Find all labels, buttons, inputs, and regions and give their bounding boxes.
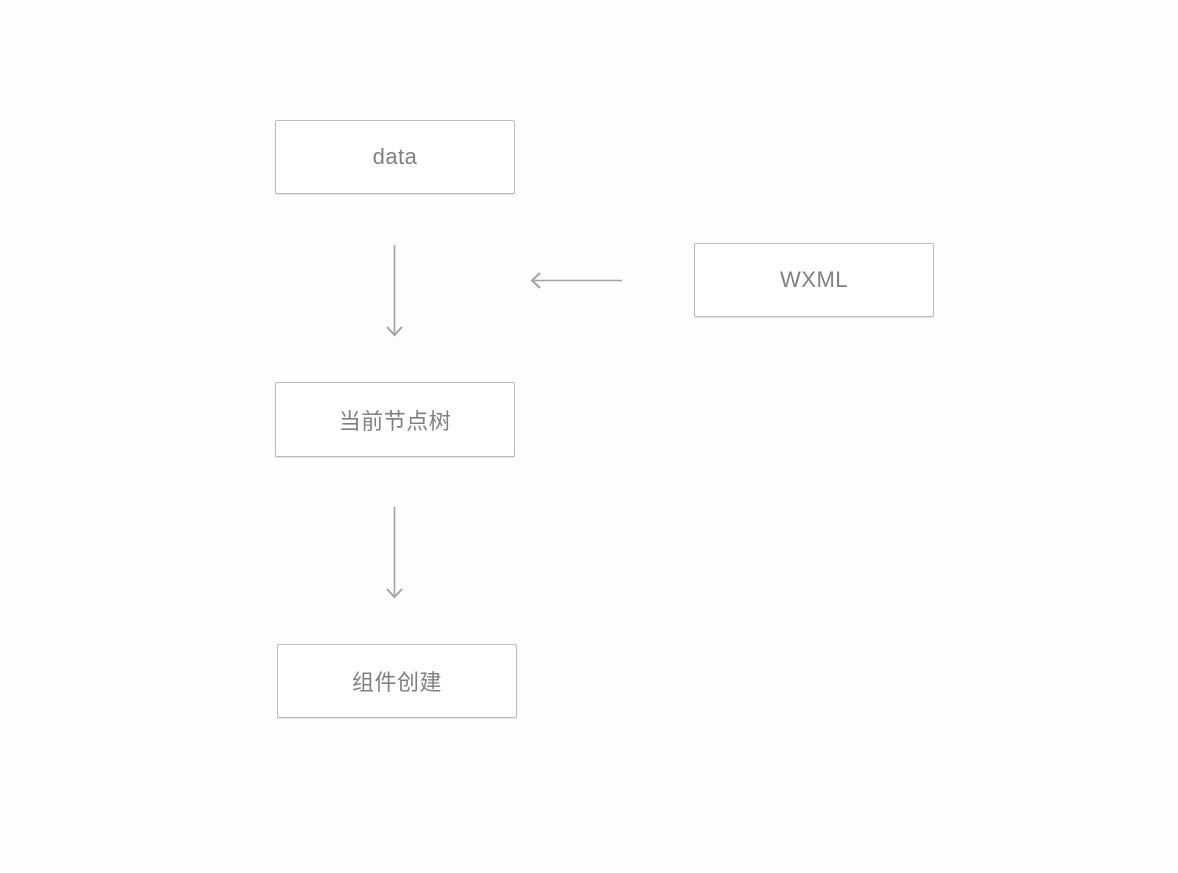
node-component-creation: 组件创建 bbox=[277, 644, 517, 718]
arrow-data-to-current-node-tree bbox=[386, 245, 403, 337]
node-data-label: data bbox=[372, 144, 418, 169]
node-component-creation-label: 组件创建 bbox=[351, 670, 442, 695]
arrow-current-node-tree-to-component-creation bbox=[386, 507, 403, 599]
arrow-wxml-to-flow bbox=[530, 272, 622, 289]
node-wxml: WXML bbox=[694, 243, 934, 317]
node-current-node-tree: 当前节点树 bbox=[275, 382, 515, 457]
node-current-node-tree-label: 当前节点树 bbox=[338, 408, 452, 434]
node-wxml-label: WXML bbox=[780, 267, 848, 292]
node-data: data bbox=[275, 120, 515, 194]
